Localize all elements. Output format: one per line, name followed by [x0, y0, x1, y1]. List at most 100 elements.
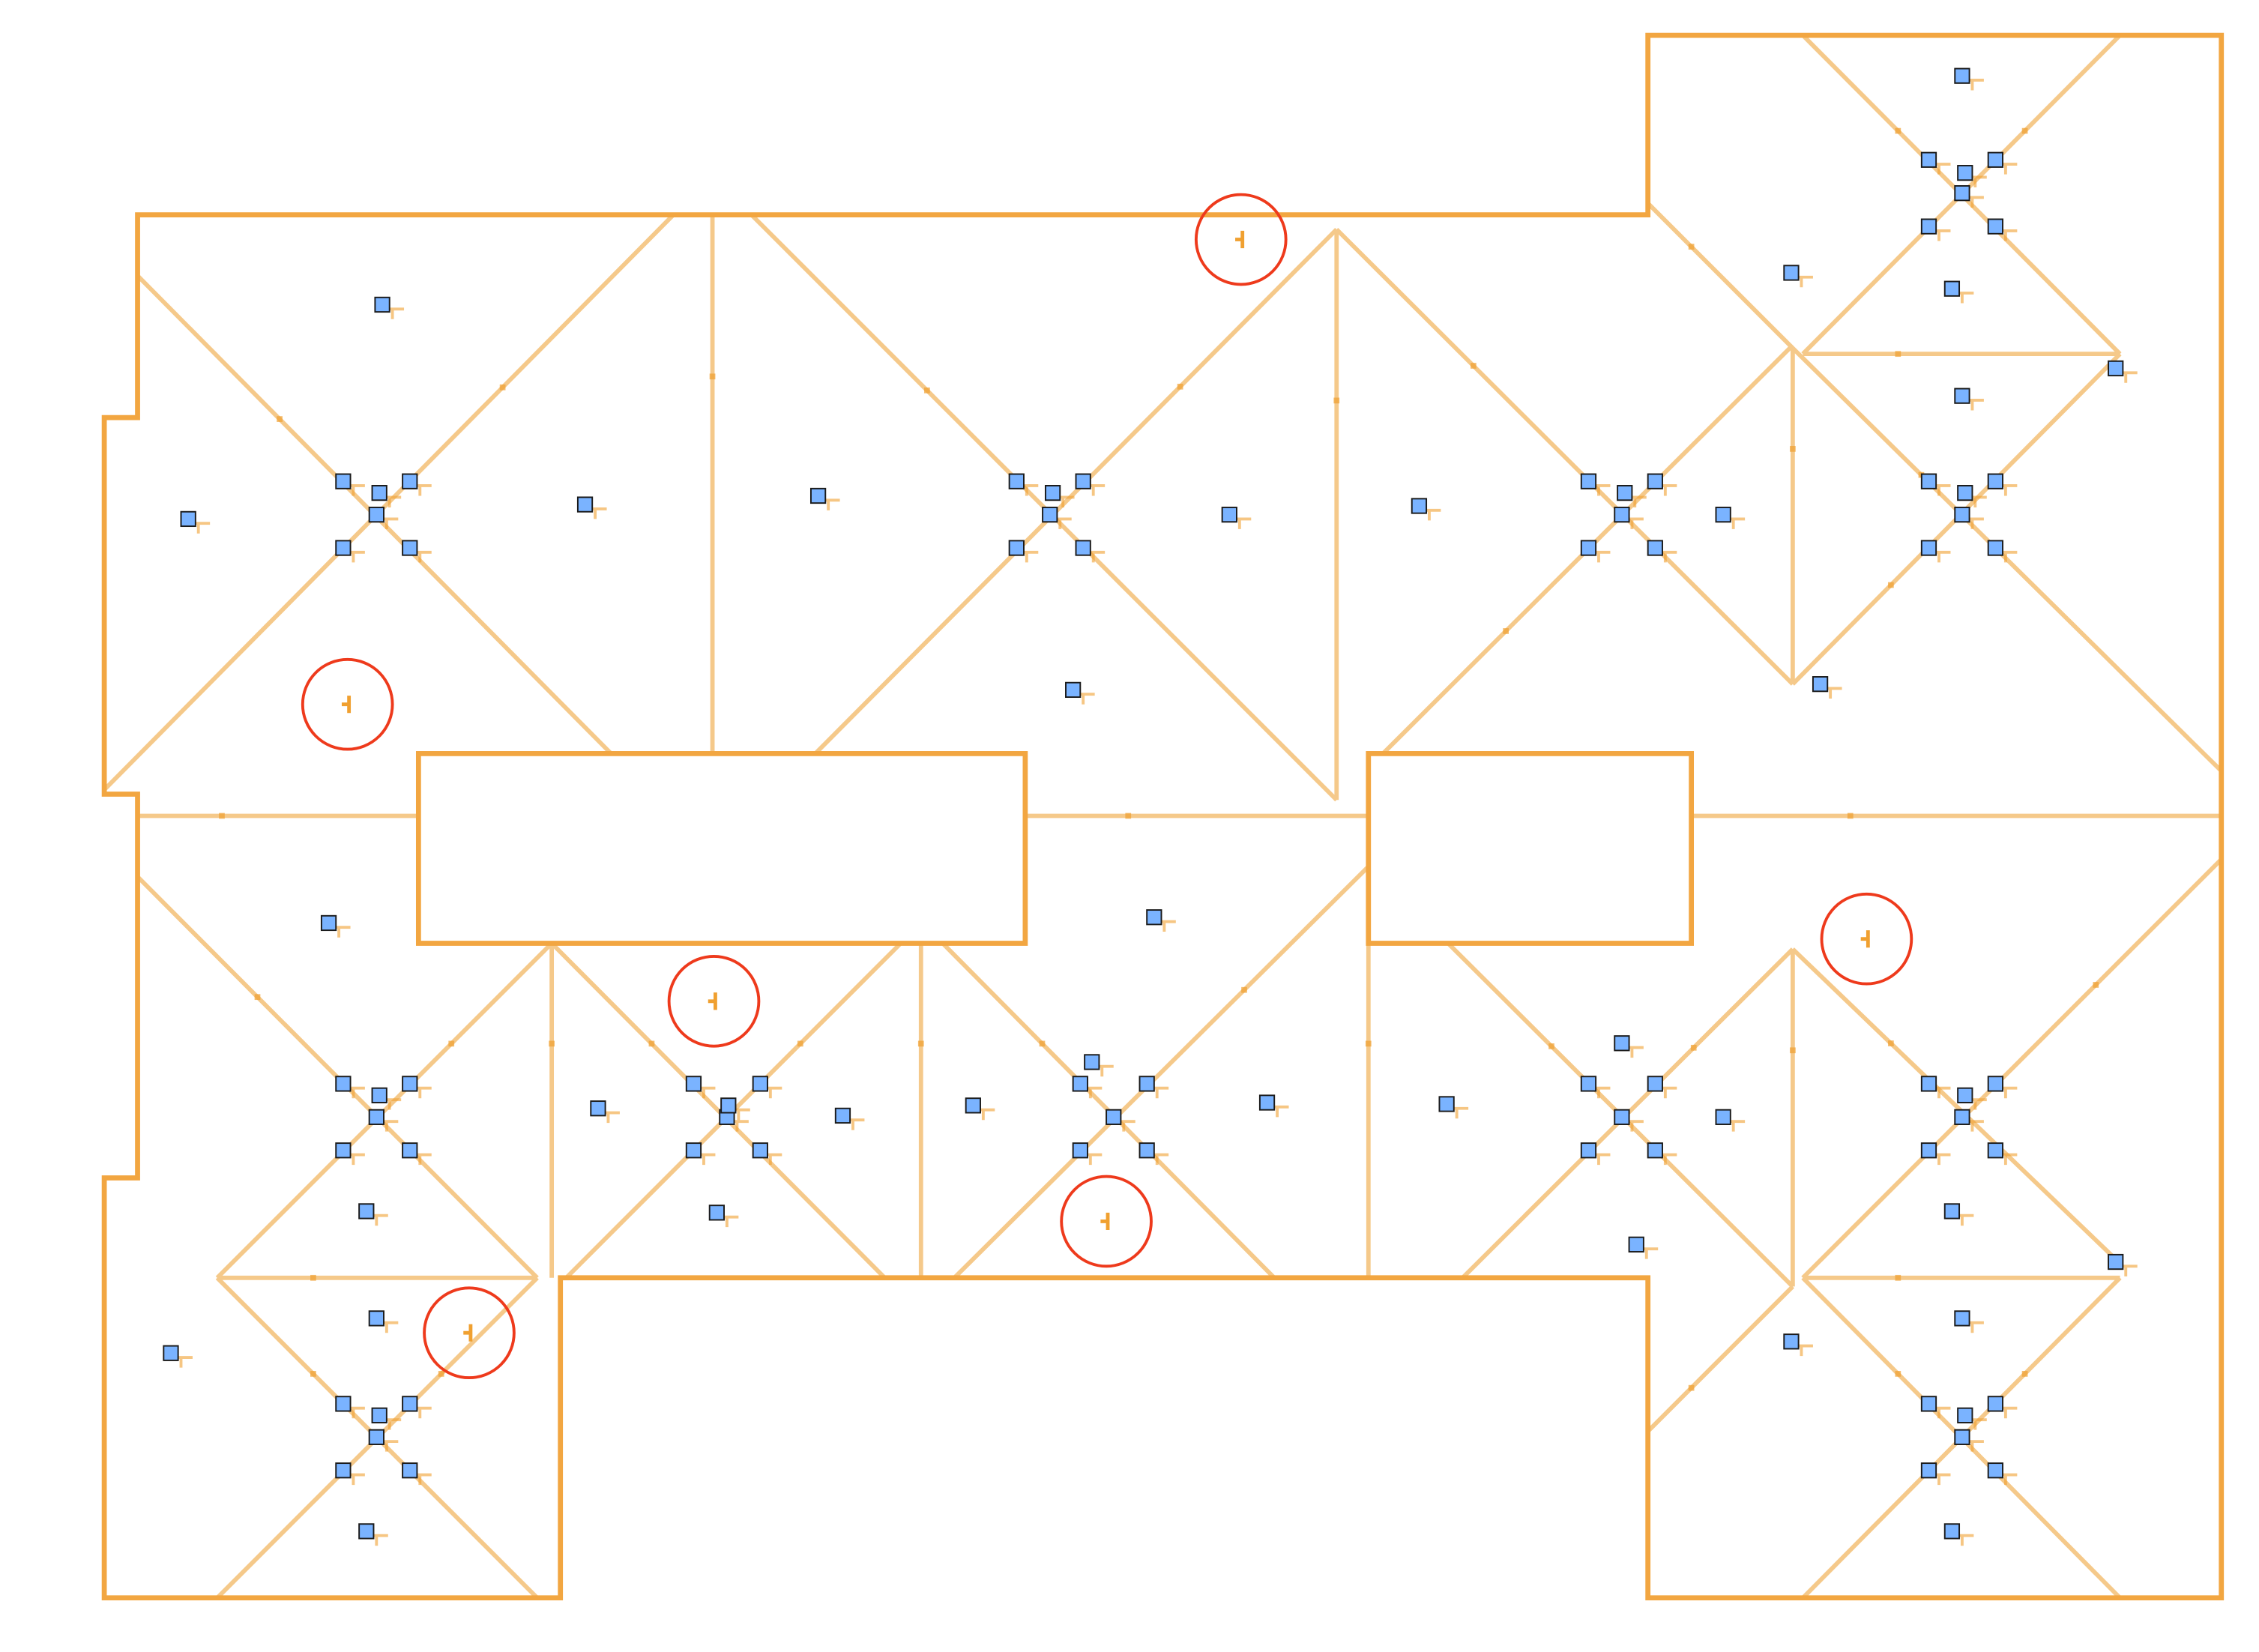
vertex-marker[interactable] — [1920, 151, 1937, 168]
vertex-marker[interactable] — [335, 1396, 352, 1412]
vertex-marker[interactable] — [374, 296, 390, 313]
vertex-marker[interactable] — [2108, 360, 2124, 377]
vertex-marker[interactable] — [1954, 506, 1970, 523]
vertex-marker[interactable] — [1614, 1109, 1630, 1125]
vertex-marker[interactable] — [1146, 909, 1162, 926]
vertex-marker[interactable] — [1957, 165, 1973, 181]
vertex-marker[interactable] — [1943, 1203, 1961, 1220]
vertex-marker[interactable] — [1628, 1236, 1644, 1252]
vertex-marker[interactable] — [1920, 218, 1937, 235]
vertex-marker[interactable] — [1987, 540, 2003, 556]
vertex-marker[interactable] — [1075, 473, 1091, 489]
vertex-marker[interactable] — [1258, 1094, 1276, 1111]
vertex-marker[interactable] — [1987, 1396, 2003, 1412]
vertex-marker[interactable] — [1954, 67, 1970, 84]
vertex-marker[interactable] — [1647, 1076, 1663, 1092]
vertex-marker[interactable] — [1920, 1142, 1937, 1159]
vertex-marker[interactable] — [576, 496, 594, 513]
vertex-marker[interactable] — [1957, 485, 1973, 501]
vertex-marker[interactable] — [1647, 1142, 1663, 1159]
vertex-marker[interactable] — [1957, 1087, 1973, 1103]
vertex-marker[interactable] — [1106, 1109, 1122, 1125]
vertex-marker[interactable] — [1920, 1462, 1937, 1479]
vertex-marker[interactable] — [1647, 473, 1663, 489]
vertex-marker[interactable] — [402, 1396, 418, 1412]
vertex-marker[interactable] — [402, 1076, 418, 1092]
vertex-marker[interactable] — [1411, 498, 1428, 514]
vertex-marker[interactable] — [1920, 473, 1937, 489]
vertex-marker[interactable] — [1954, 388, 1970, 404]
vertex-marker[interactable] — [180, 510, 196, 528]
vertex-marker[interactable] — [402, 540, 418, 556]
vertex-marker[interactable] — [1954, 185, 1970, 202]
vertex-marker[interactable] — [1438, 1096, 1455, 1112]
vertex-marker[interactable] — [371, 1407, 387, 1423]
vertex-marker[interactable] — [358, 1203, 375, 1220]
vertex-marker[interactable] — [335, 473, 352, 489]
vertex-marker[interactable] — [1943, 1523, 1961, 1540]
vertex-marker[interactable] — [368, 1310, 384, 1327]
vertex-marker[interactable] — [358, 1523, 375, 1540]
vertex-marker[interactable] — [1987, 1462, 2003, 1479]
vertex-marker[interactable] — [1987, 1076, 2003, 1092]
vertex-marker[interactable] — [1008, 473, 1025, 489]
vertex-marker[interactable] — [834, 1107, 851, 1124]
vertex-marker[interactable] — [1580, 540, 1597, 556]
vertex-marker[interactable] — [1954, 1310, 1970, 1327]
vertex-marker[interactable] — [1065, 681, 1082, 699]
vertex-marker[interactable] — [1072, 1142, 1088, 1159]
vertex-marker[interactable] — [1920, 1076, 1937, 1092]
vertex-marker[interactable] — [1075, 540, 1091, 556]
vertex-marker[interactable] — [2108, 1253, 2124, 1270]
vertex-marker[interactable] — [371, 1087, 387, 1103]
vertex-marker[interactable] — [1614, 506, 1630, 523]
vertex-marker[interactable] — [1221, 506, 1237, 523]
vertex-marker[interactable] — [335, 540, 352, 556]
vertex-marker[interactable] — [1943, 280, 1961, 297]
vertex-marker[interactable] — [335, 1462, 352, 1479]
vertex-marker[interactable] — [402, 1462, 418, 1479]
vertex-markers[interactable] — [163, 67, 2124, 1540]
vertex-marker[interactable] — [685, 1142, 702, 1159]
vertex-marker[interactable] — [1044, 485, 1061, 501]
vertex-marker[interactable] — [1957, 1407, 1973, 1423]
vertex-marker[interactable] — [1580, 473, 1597, 489]
vertex-marker[interactable] — [1987, 473, 2003, 489]
vertex-marker[interactable] — [1715, 506, 1731, 523]
vertex-marker[interactable] — [720, 1097, 737, 1114]
vertex-marker[interactable] — [1138, 1076, 1155, 1092]
vertex-marker[interactable] — [1614, 1035, 1630, 1052]
vertex-marker[interactable] — [368, 506, 384, 523]
vertex-marker[interactable] — [1783, 265, 1800, 281]
vertex-marker[interactable] — [335, 1142, 352, 1159]
vertex-marker[interactable] — [1812, 676, 1829, 693]
vertex-marker[interactable] — [1580, 1076, 1597, 1092]
vertex-marker[interactable] — [368, 1429, 384, 1445]
vertex-marker[interactable] — [371, 485, 387, 501]
vertex-marker[interactable] — [708, 1205, 725, 1221]
vertex-marker[interactable] — [685, 1076, 702, 1092]
vertex-marker[interactable] — [752, 1142, 768, 1159]
vertex-marker[interactable] — [1987, 151, 2003, 168]
vertex-marker[interactable] — [368, 1109, 384, 1125]
vertex-marker[interactable] — [1008, 540, 1025, 556]
vertex-marker[interactable] — [1954, 1429, 1970, 1445]
vertex-marker[interactable] — [1617, 485, 1633, 501]
vertex-marker[interactable] — [965, 1097, 981, 1114]
vertex-marker[interactable] — [1715, 1109, 1731, 1125]
vertex-marker[interactable] — [1072, 1076, 1088, 1092]
vertex-marker[interactable] — [1580, 1142, 1597, 1159]
vertex-marker[interactable] — [1647, 540, 1663, 556]
vertex-marker[interactable] — [1987, 1142, 2003, 1159]
vertex-marker[interactable] — [590, 1100, 606, 1117]
vertex-marker[interactable] — [402, 1142, 418, 1159]
vertex-marker[interactable] — [752, 1076, 768, 1092]
vertex-marker[interactable] — [402, 473, 418, 489]
vertex-marker[interactable] — [1084, 1054, 1100, 1070]
vertex-marker[interactable] — [1920, 1396, 1937, 1412]
vertex-marker[interactable] — [1954, 1109, 1970, 1125]
vertex-marker[interactable] — [320, 914, 337, 932]
vertex-marker[interactable] — [1783, 1333, 1800, 1350]
vertex-marker[interactable] — [1138, 1142, 1155, 1159]
vertex-marker[interactable] — [163, 1345, 179, 1361]
